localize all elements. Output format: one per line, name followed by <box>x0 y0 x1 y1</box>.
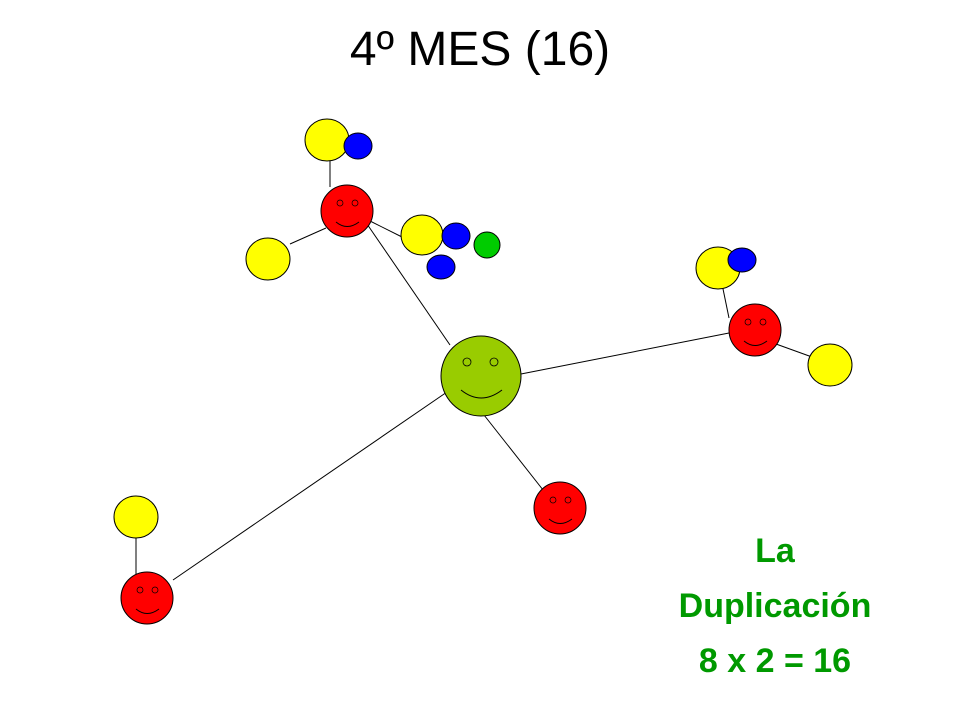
line-red-right-to-yellow-right <box>775 343 813 358</box>
caption-line-2: Duplicación <box>678 587 872 625</box>
caption: La Duplicación 8 x 2 = 16 <box>640 524 910 689</box>
page-title: 4º MES (16) <box>349 23 611 76</box>
blue-circle <box>441 222 471 250</box>
eye <box>151 586 159 594</box>
connector-lines <box>135 160 813 581</box>
green-circle <box>473 231 501 259</box>
line-red-top-to-yellow-cluster <box>367 219 403 238</box>
blue-circle <box>343 132 373 160</box>
yellow-circle <box>113 495 159 539</box>
center-face <box>440 335 522 417</box>
yellow-circle <box>245 237 291 281</box>
red-face <box>320 184 374 238</box>
eye <box>462 357 472 367</box>
blue-circles <box>343 132 757 280</box>
line-red-top-to-yellow-left <box>289 227 327 245</box>
red-face <box>728 303 782 357</box>
caption-line-1: La <box>755 532 795 570</box>
yellow-circle <box>400 214 444 256</box>
line-center-to-red-left <box>172 391 448 581</box>
red-smiley-bottom <box>533 481 587 535</box>
blue-circle <box>426 254 456 280</box>
line-center-to-red-right <box>520 332 730 375</box>
eye <box>744 318 752 326</box>
red-smiley-right <box>728 303 782 357</box>
mouth <box>548 518 573 524</box>
center-smiley <box>440 335 522 417</box>
red-smiley-left <box>120 571 174 625</box>
eye <box>336 199 344 207</box>
blue-circle <box>727 247 757 273</box>
eye <box>489 357 499 367</box>
red-face <box>120 571 174 625</box>
line-red-right-to-yellow-up <box>721 283 730 319</box>
mouth <box>335 221 360 227</box>
mouth <box>460 389 503 399</box>
eye <box>549 496 557 504</box>
line-center-to-red-bottom <box>483 414 548 496</box>
caption-line-3: 8 x 2 = 16 <box>698 642 852 680</box>
red-face <box>533 481 587 535</box>
red-smiley-top <box>320 184 374 238</box>
yellow-circle <box>304 118 350 162</box>
eye <box>759 318 767 326</box>
eye <box>564 496 572 504</box>
eye <box>136 586 144 594</box>
line-center-to-red-top <box>366 223 451 346</box>
eye <box>351 199 359 207</box>
mouth <box>743 340 768 346</box>
mouth <box>135 608 160 614</box>
yellow-circle <box>807 343 853 387</box>
